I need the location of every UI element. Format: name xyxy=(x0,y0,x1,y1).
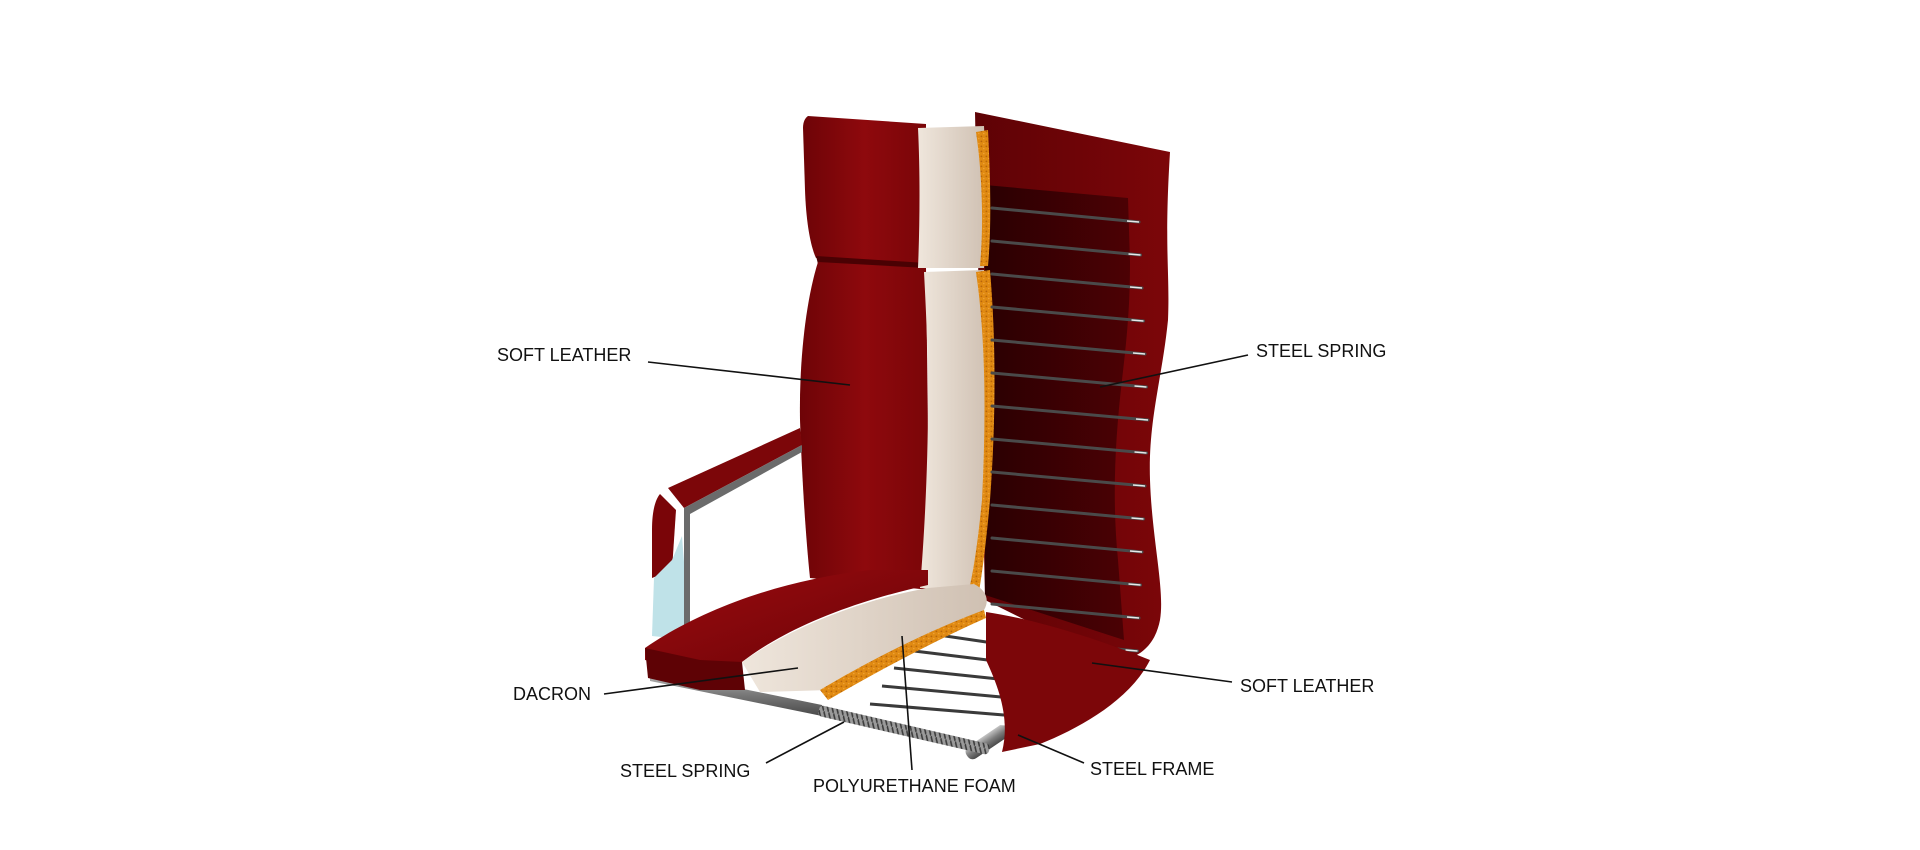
armrest-inner-frame xyxy=(684,445,802,640)
back-left-surface xyxy=(799,262,930,590)
back-dacron-main xyxy=(920,270,989,592)
back-spring-wire xyxy=(990,272,1144,290)
leader-polyurethane-foam xyxy=(901,635,913,771)
label-dacron: DACRON xyxy=(513,684,591,704)
back-foam-upper xyxy=(976,130,991,266)
back-spring-wire-tip xyxy=(1131,319,1144,322)
back-spring-wire-tip xyxy=(1128,583,1141,586)
seat-spring-wire xyxy=(881,684,1013,700)
callout-soft-leather-left: SOFT LEATHER xyxy=(497,345,851,386)
leader-dacron xyxy=(603,667,799,695)
back-spring-wire xyxy=(990,437,1148,455)
back-spring-wire xyxy=(990,338,1147,356)
seat-back xyxy=(799,112,1170,662)
seat-leather-front xyxy=(645,648,745,690)
back-spring-wire-tip xyxy=(1132,352,1146,355)
seat-spring-wire xyxy=(887,675,1011,691)
back-foam-main xyxy=(968,270,995,598)
leader-steel-spring-bottom xyxy=(765,721,845,764)
back-spring-wire xyxy=(990,305,1145,323)
back-spring-wire-tip xyxy=(1135,418,1149,421)
back-dacron-upper xyxy=(918,126,987,268)
headrest-left xyxy=(803,116,926,265)
back-spring-wire xyxy=(990,206,1141,224)
label-soft-leather-right: SOFT LEATHER xyxy=(1240,676,1374,696)
back-spring-wire xyxy=(990,536,1144,554)
label-steel-spring-right: STEEL SPRING xyxy=(1256,341,1386,361)
seat-spring-wire xyxy=(899,657,1007,673)
label-soft-leather-left: SOFT LEATHER xyxy=(497,345,631,365)
back-spring-wire-tip xyxy=(1126,220,1140,223)
back-spring-wire-tip xyxy=(1125,649,1138,652)
back-spring-wire-tip xyxy=(1134,451,1147,454)
back-spring-wire-tip xyxy=(1132,484,1146,487)
seat-spring-wire xyxy=(869,702,1017,718)
seat-steel-springs xyxy=(863,630,1019,727)
back-spring-wire-tip xyxy=(1126,616,1140,619)
back-spring-wire xyxy=(990,239,1142,257)
seat-coil-spring xyxy=(818,705,990,755)
callout-polyurethane-foam: POLYURETHANE FOAM xyxy=(813,635,1016,796)
back-spring-wire-tip xyxy=(1128,253,1141,256)
leader-steel-frame xyxy=(1017,734,1085,764)
seat-leather-top xyxy=(645,570,928,672)
callout-steel-frame: STEEL FRAME xyxy=(1017,734,1214,779)
back-spring-wire xyxy=(990,602,1141,620)
callout-steel-spring-bottom: STEEL SPRING xyxy=(620,721,845,781)
callouts: SOFT LEATHER STEEL SPRING SOFT LEATHER D… xyxy=(497,341,1386,796)
back-spring-wire-tip xyxy=(1131,517,1144,520)
back-spring-wire-tip xyxy=(1134,385,1147,388)
armrest-front-post xyxy=(652,494,676,578)
seat-spring-wire xyxy=(893,666,1009,682)
callout-soft-leather-right: SOFT LEATHER xyxy=(1091,662,1374,696)
label-polyurethane-foam: POLYURETHANE FOAM xyxy=(813,776,1016,796)
label-steel-frame: STEEL FRAME xyxy=(1090,759,1214,779)
back-spring-wire xyxy=(990,503,1145,521)
label-steel-spring-bottom: STEEL SPRING xyxy=(620,761,750,781)
leader-steel-spring-right xyxy=(1099,354,1249,388)
seat-cushion xyxy=(645,570,1150,760)
leader-soft-leather-right xyxy=(1091,662,1233,683)
back-spring-wire xyxy=(990,470,1147,488)
back-spring-wire xyxy=(990,569,1142,587)
seat-spring-wire xyxy=(875,693,1015,709)
armrest-top-bar xyxy=(668,428,802,508)
armrest-pad xyxy=(652,536,690,640)
back-spring-wire xyxy=(990,404,1150,422)
callout-steel-spring-right: STEEL SPRING xyxy=(1099,341,1386,388)
back-spring-wire xyxy=(990,371,1148,389)
leader-soft-leather-left xyxy=(647,361,851,386)
seat-dacron xyxy=(742,584,987,692)
back-spring-wire-tip xyxy=(1129,286,1143,289)
seat-leather-right xyxy=(986,612,1150,752)
armrest xyxy=(652,428,802,640)
callout-dacron: DACRON xyxy=(513,667,799,704)
back-spring-wire-tip xyxy=(1129,550,1143,553)
seat-spring-wire xyxy=(863,711,1019,727)
